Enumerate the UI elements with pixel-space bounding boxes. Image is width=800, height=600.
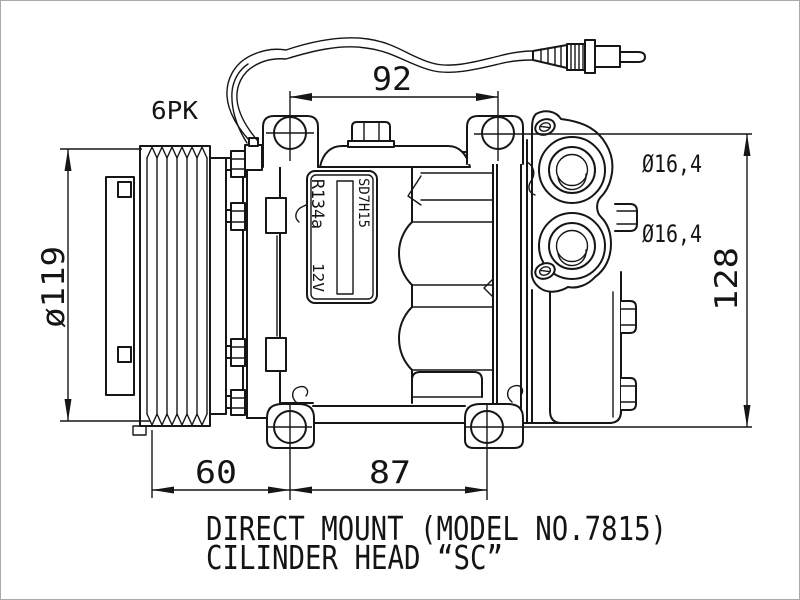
hex-bolt-icon xyxy=(225,202,246,231)
caption-line-1: DIRECT MOUNT (MODEL NO.7815) xyxy=(206,509,667,548)
dimension-pulley-diameter: ø119 xyxy=(36,148,150,422)
dimension-bottom-spans: 60 87 xyxy=(151,430,487,498)
hex-bolt-icon xyxy=(225,338,246,367)
mounting-ear-top-right xyxy=(466,91,536,196)
dim-128-label: 128 xyxy=(709,247,745,311)
hex-bolt-icon xyxy=(351,121,391,142)
connector-flange xyxy=(584,39,596,74)
nameplate-blank-bar xyxy=(336,180,354,295)
nameplate-voltage: 12V xyxy=(309,263,327,292)
head-lower-body xyxy=(549,261,622,424)
connector-pin xyxy=(619,51,646,63)
head-side-tab xyxy=(620,377,637,411)
hex-bolt-icon xyxy=(225,150,246,178)
clutch-plate xyxy=(105,176,147,436)
housing-bolts xyxy=(225,150,246,416)
nameplate-refrigerant: R134a xyxy=(307,179,327,229)
clutch-wire xyxy=(226,37,534,171)
pulley-ribs xyxy=(146,146,208,426)
rear-housing xyxy=(496,157,522,421)
nameplate: R134a 12V SD7H15 xyxy=(306,170,378,304)
discharge-port xyxy=(538,136,606,204)
port-top-diameter-label: Ø16,4 xyxy=(642,150,702,178)
mounting-ear-bottom-left xyxy=(266,385,315,500)
dim-60-label: 60 xyxy=(195,455,237,491)
connector-barrel xyxy=(594,45,621,68)
wire-terminal-block xyxy=(244,144,263,171)
head-fitting xyxy=(614,203,638,232)
nameplate-model: SD7H15 xyxy=(355,178,371,228)
flange-screw-icon xyxy=(534,262,556,280)
suction-port xyxy=(538,212,606,280)
mounting-ear-top-left xyxy=(262,91,320,223)
caption-line-2: CILINDER HEAD “SC” xyxy=(206,538,503,577)
belt-type-label: 6PK xyxy=(151,96,198,125)
hex-bolt-icon xyxy=(225,389,246,416)
dim-119-label: ø119 xyxy=(36,246,72,328)
dimension-top-span: 92 xyxy=(290,60,498,101)
dimension-mount-height: 128 xyxy=(465,133,752,428)
port-bottom-diameter-label: Ø16,4 xyxy=(642,220,702,248)
head-side-tab xyxy=(620,300,637,334)
dim-92-label: 92 xyxy=(372,60,412,98)
electrical-connector xyxy=(532,39,646,74)
cylinder-head xyxy=(526,110,638,424)
dim-87-label: 87 xyxy=(369,455,411,491)
